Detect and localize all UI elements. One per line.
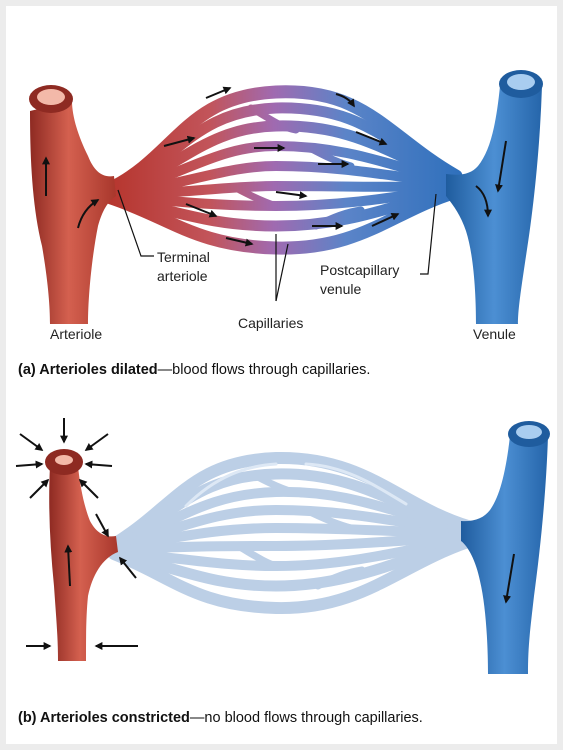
caption-b: (b) Arterioles constricted—no blood flow…: [18, 710, 423, 726]
terminal-arteriole-label-line1: Terminal: [157, 249, 210, 265]
arteriole-label: Arteriole: [50, 326, 102, 342]
capillary-bed-dilated: [104, 85, 463, 255]
arteriole-vessel: [30, 101, 116, 324]
panel-a: Terminal arteriole Postcapillary venule …: [18, 70, 543, 378]
venule-vessel: [446, 86, 542, 324]
venule-vessel-b: [461, 436, 548, 674]
caption-b-rest: —no blood flows through capillaries.: [190, 710, 423, 726]
caption-a-rest: —blood flows through capillaries.: [158, 362, 371, 378]
figure: Terminal arteriole Postcapillary venule …: [6, 6, 557, 744]
postcapillary-venule-label-line1: Postcapillary: [320, 262, 399, 278]
caption-a-prefix: (a): [18, 362, 39, 378]
caption-a-bold: Arterioles dilated: [39, 362, 157, 378]
caption-a: (a) Arterioles dilated—blood flows throu…: [18, 362, 370, 378]
caption-b-bold: Arterioles constricted: [40, 710, 190, 726]
leader-lines-a: [117, 189, 437, 302]
postcapillary-venule-label-line2: venule: [320, 281, 361, 297]
constriction-arrows: [15, 418, 138, 650]
constricted-arteriole-vessel: [49, 466, 118, 661]
diagram: Terminal arteriole Postcapillary venule …: [15, 70, 550, 726]
flow-arrows-a: [42, 86, 507, 247]
venule-label: Venule: [473, 326, 516, 342]
caption-b-prefix: (b): [18, 710, 40, 726]
flow-arrows-b: [64, 544, 515, 604]
capillaries-label: Capillaries: [238, 315, 303, 331]
capillary-highlights: [184, 462, 408, 508]
terminal-arteriole-label-line2: arteriole: [157, 268, 208, 284]
capillary-bed-empty: [108, 451, 474, 615]
panel-b: (b) Arterioles constricted—no blood flow…: [15, 418, 550, 726]
